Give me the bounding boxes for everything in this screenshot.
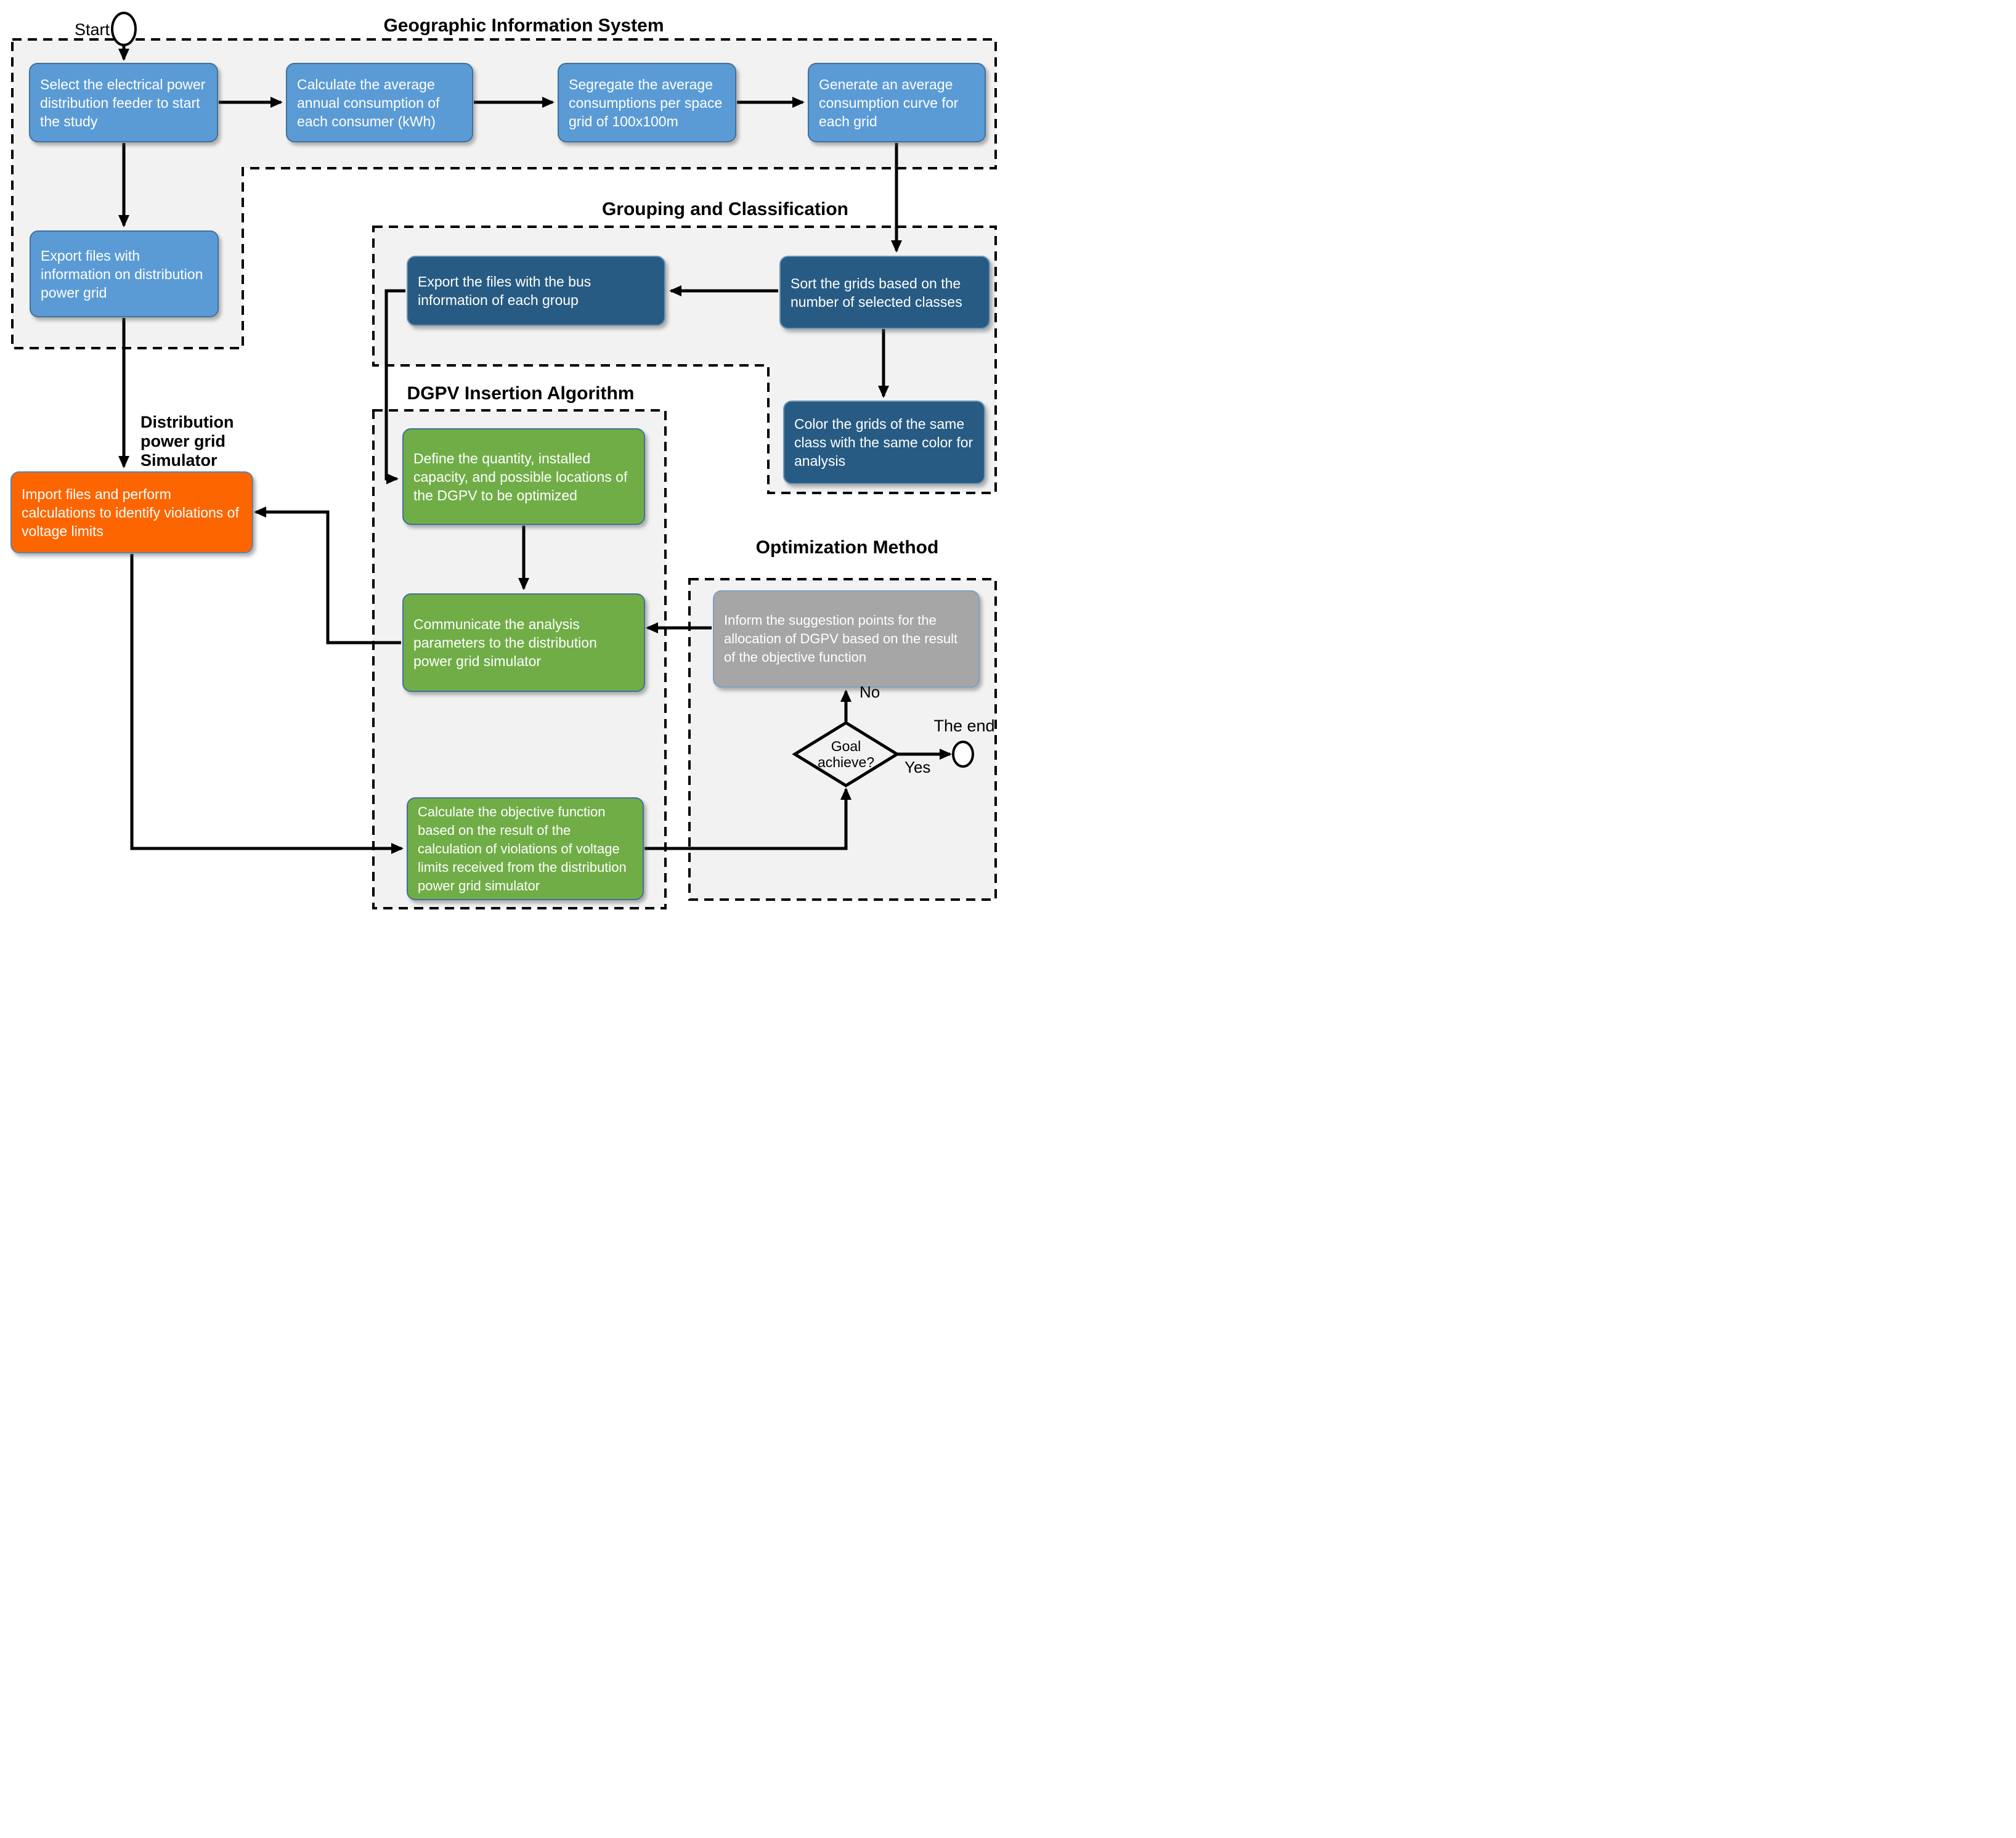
optimization-section-title: Optimization Method (755, 537, 939, 558)
flow-box-export-bus-info: Export the files with the bus informatio… (407, 256, 665, 326)
flow-box-color-grids: Color the grids of the same class with t… (783, 401, 985, 484)
end-circle (952, 741, 974, 768)
flow-box-inform-suggestion-points: Inform the suggestion points for the all… (713, 590, 980, 688)
decision-no-label: No (860, 683, 880, 701)
flow-box-generate-curve: Generate an average consumption curve fo… (808, 63, 986, 142)
decision-goal-label: Goal achieve? (817, 738, 875, 770)
start-label: Start (74, 20, 110, 39)
flow-box-communicate-parameters: Communicate the analysis parameters to t… (402, 593, 645, 692)
simulator-section-title: Distribution power grid Simulator (140, 413, 234, 470)
flow-box-select-feeder: Select the electrical power distribution… (29, 63, 218, 142)
gis-section-outline (11, 38, 997, 349)
flow-box-import-files: Import files and perform calculations to… (10, 471, 253, 553)
arrow-communicate-to-import (254, 506, 401, 645)
gis-section-title: Geographic Information System (383, 15, 664, 36)
flow-box-calculate-consumption: Calculate the average annual consumption… (286, 63, 473, 142)
flow-box-calculate-objective: Calculate the objective function based o… (407, 797, 644, 900)
start-circle (111, 12, 137, 46)
arrow-export-bus-to-define (384, 289, 405, 484)
grouping-section-title: Grouping and Classification (601, 199, 849, 219)
flow-box-export-grid-files: Export files with information on distrib… (30, 230, 219, 317)
end-label: The end (933, 717, 995, 735)
flow-box-sort-grids: Sort the grids based on the number of se… (779, 256, 990, 329)
decision-diamond (792, 721, 900, 787)
arrow-import-to-calculate-objective (130, 554, 404, 854)
flow-box-segregate-consumptions: Segregate the average consumptions per s… (558, 63, 736, 142)
flowchart-canvas: Geographic Information System Grouping a… (0, 0, 1008, 919)
arrow-calculate-objective-to-decision (644, 787, 852, 850)
decision-yes-label: Yes (904, 758, 931, 776)
flow-box-define-dgpv: Define the quantity, installed capacity,… (402, 428, 645, 525)
dgpv-section-title: DGPV Insertion Algorithm (407, 383, 635, 404)
